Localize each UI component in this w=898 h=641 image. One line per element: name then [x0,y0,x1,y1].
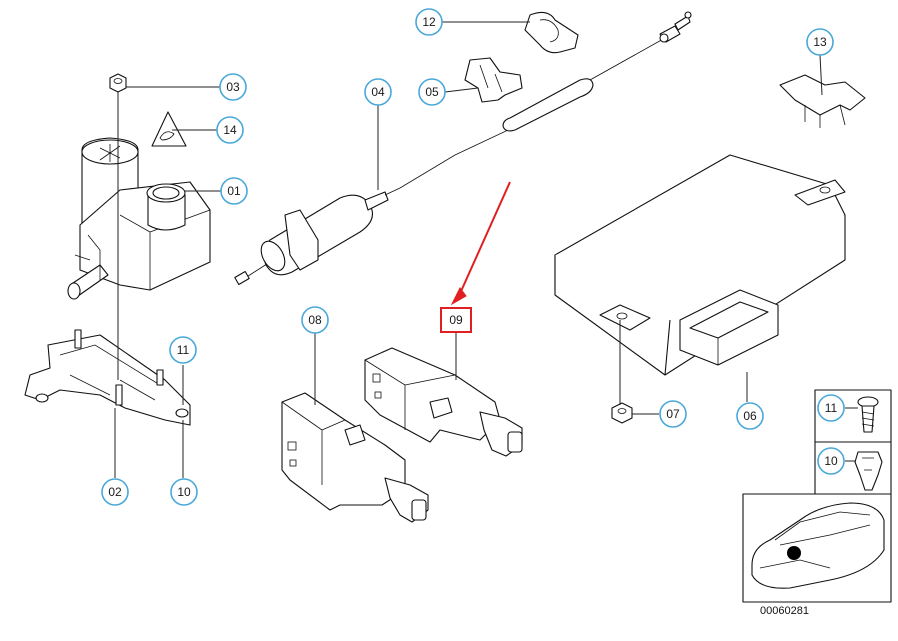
leader-lines [114,21,858,478]
callout-10-inset[interactable]: 10 [817,447,845,475]
callout-12-label: 12 [422,15,436,29]
part-03-nut[interactable] [109,73,127,93]
callout-14[interactable]: 14 [216,116,244,144]
callout-05-label: 05 [425,85,439,99]
callout-09-highlighted[interactable]: 09 [440,307,472,333]
callout-13-label: 13 [813,35,827,49]
callout-04[interactable]: 04 [364,78,392,106]
callout-10-inset-label: 10 [824,454,838,468]
callout-10-left[interactable]: 10 [170,478,198,506]
callout-01-label: 01 [227,184,241,198]
part-06-control-module[interactable] [554,154,846,376]
callout-11-left[interactable]: 11 [169,336,197,364]
part-07-nut[interactable] [611,402,633,424]
callout-14-label: 14 [223,123,237,137]
part-05-clip[interactable] [464,57,523,103]
part-09-switch[interactable] [364,347,523,457]
callout-06[interactable]: 06 [736,402,764,430]
diagram-reference-number: 00060281 [760,605,809,617]
part-08-switch[interactable] [281,392,429,523]
callout-07[interactable]: 07 [659,400,687,428]
callout-12[interactable]: 12 [415,8,443,36]
part-04-cable[interactable] [234,11,692,286]
part-01-actuator[interactable] [67,137,211,300]
callout-06-label: 06 [743,409,757,423]
callout-04-label: 04 [371,85,385,99]
callout-09-label: 09 [449,313,463,327]
inset-nut-clip-10[interactable] [854,451,883,491]
callout-10-left-label: 10 [177,485,191,499]
part-13-holder[interactable] [779,74,866,128]
callout-11-left-label: 11 [177,343,190,357]
inset-screw-11[interactable] [857,396,879,433]
callout-08-label: 08 [308,313,322,327]
callout-13[interactable]: 13 [806,28,834,56]
callout-03-label: 03 [226,80,240,94]
car-location-icon [751,502,885,589]
highlight-arrow [450,181,511,306]
callout-03[interactable]: 03 [219,73,247,101]
part-12-cable-clip[interactable] [524,11,579,54]
location-marker-dot [787,546,801,560]
callout-07-label: 07 [666,407,680,421]
callout-11-inset[interactable]: 11 [817,394,845,422]
callout-02-label: 02 [108,485,122,499]
callout-11-inset-label: 11 [825,401,838,415]
callout-01[interactable]: 01 [220,177,248,205]
callout-08[interactable]: 08 [301,306,329,334]
part-14-warning-label[interactable] [151,111,187,147]
callout-05[interactable]: 05 [418,78,446,106]
callout-02[interactable]: 02 [101,478,129,506]
part-02-bracket[interactable] [24,329,191,426]
